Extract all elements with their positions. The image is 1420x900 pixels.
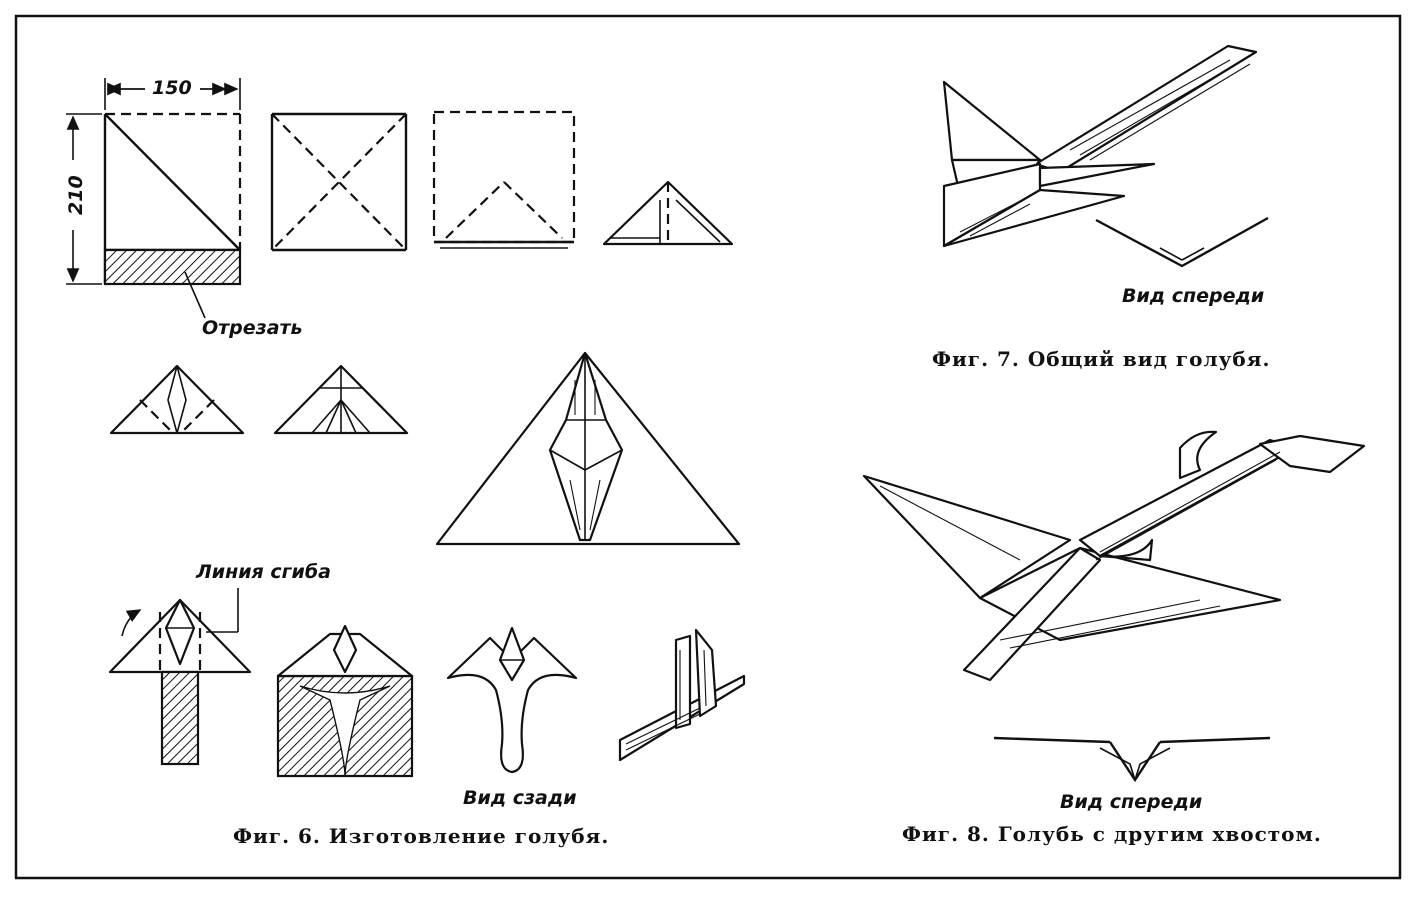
fig6-step9-rear <box>446 626 578 774</box>
fig6-caption: Фиг. 6. Изготовление голубя. <box>233 824 609 848</box>
fig7-plane <box>942 44 1258 248</box>
fig8-front-view <box>993 736 1271 783</box>
fig8-front-view-label: Вид спереди <box>1060 791 1202 813</box>
fig8-group: Вид спереди Фиг. 8. Голубь с другим хвос… <box>862 430 1366 846</box>
fig8-caption: Фиг. 8. Голубь с другим хвостом. <box>902 822 1322 846</box>
fig6-step10-side <box>618 628 746 762</box>
fig7-caption: Фиг. 7. Общий вид голубя. <box>932 347 1270 371</box>
dim-width-label: 150 <box>152 77 192 99</box>
fig8-plane <box>862 430 1366 682</box>
fig6-step7-fold <box>108 588 252 766</box>
rear-view-label: Вид сзади <box>463 787 577 809</box>
fig7-group: Вид спереди Фиг. 7. Общий вид голубя. <box>932 44 1270 371</box>
fig6-step4-triangle <box>602 180 734 246</box>
fig6-step5-triangle <box>109 364 245 435</box>
fig6-step6-triangle <box>273 364 409 435</box>
fig6-step1-sheet <box>66 78 242 319</box>
dim-height-label: 210 <box>65 175 87 215</box>
outer-frame <box>14 14 1402 880</box>
fig6-big-triangle <box>435 351 741 546</box>
fig6-group: 150 210 Отрезать <box>65 77 746 848</box>
fig7-front-view <box>1095 216 1269 268</box>
fig7-front-view-label: Вид спереди <box>1122 285 1264 307</box>
fig6-step8-pentagon <box>276 624 414 778</box>
fold-line-label: Линия сгиба <box>195 561 331 583</box>
cut-label: Отрезать <box>202 317 303 339</box>
fig6-step2-square <box>270 112 408 252</box>
fig6-step3-square <box>432 110 576 249</box>
